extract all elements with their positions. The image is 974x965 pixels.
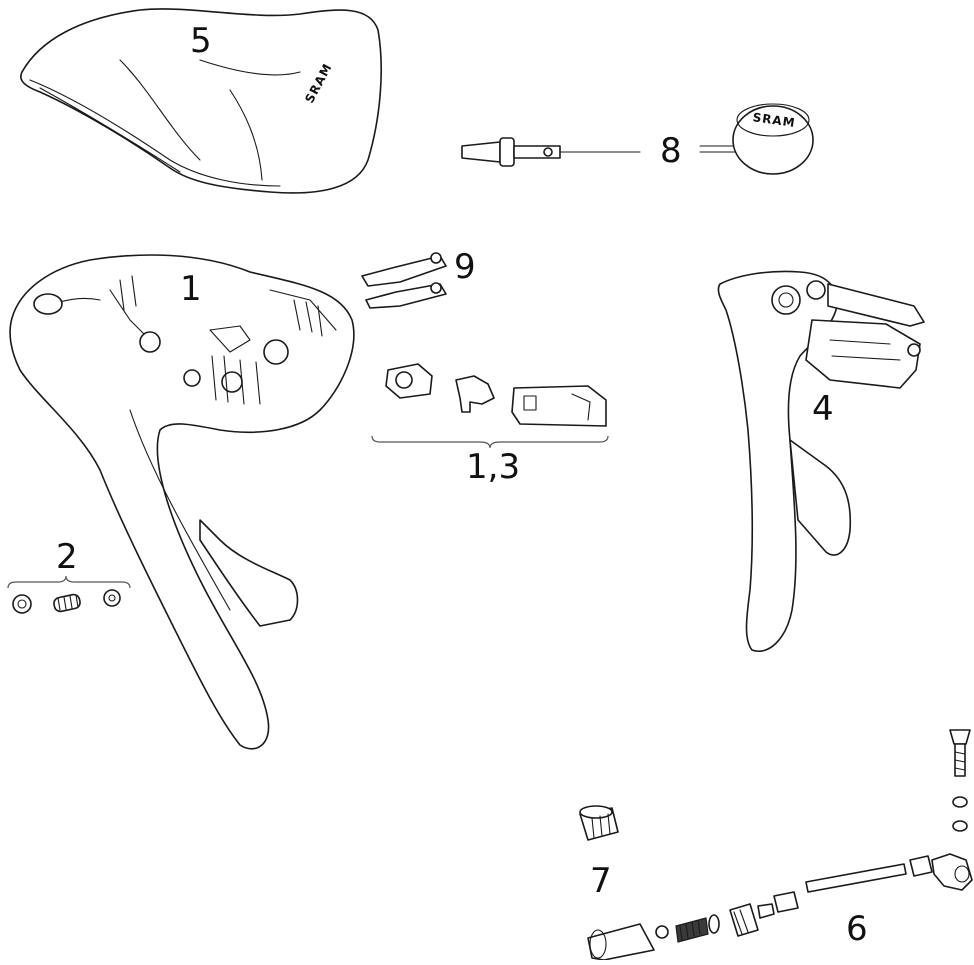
callout-6: 6 (846, 909, 868, 949)
part-cable-cap: SRAM (461, 103, 814, 175)
part-pins (361, 252, 447, 309)
callout-1-3: 1,3 (466, 447, 520, 487)
cap-logo: SRAM (752, 110, 797, 130)
callout-8: 8 (660, 131, 682, 171)
part-brake-lever (717, 270, 925, 652)
part-hose-assembly (587, 729, 973, 961)
callout-1: 1 (180, 269, 202, 309)
part-bleed-fitting (579, 805, 619, 841)
callout-2: 2 (56, 537, 78, 577)
callout-5: 5 (190, 21, 212, 61)
callout-9: 9 (454, 247, 476, 287)
callout-4: 4 (812, 389, 834, 429)
part-small-hardware (371, 363, 609, 449)
callout-7: 7 (590, 861, 612, 901)
part-spring-screws (7, 575, 131, 614)
part-hood: SRAM (20, 8, 382, 194)
callout-labels: 1 2 1,3 4 5 6 7 8 9 (56, 21, 868, 949)
part-shifter-body (9, 254, 355, 750)
